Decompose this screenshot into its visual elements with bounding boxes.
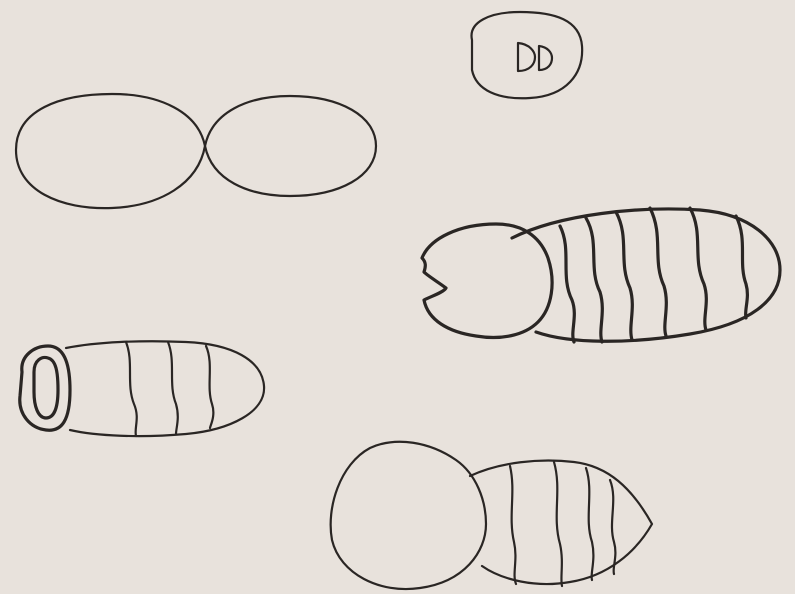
abdomen-band-5 [690,208,706,330]
cartouche-mark-left [518,43,535,71]
cartouche-outline [472,12,583,98]
large-segmented-body-drawing [422,208,780,342]
capsule-band-2 [168,342,178,434]
abdomen-band-2 [586,218,602,342]
two-lobed-body-drawing [16,94,376,208]
bulb-head [331,442,486,589]
abdomen-band-4 [650,208,666,336]
capsule-segmented-body-drawing [20,341,264,436]
abdomen-band-1 [560,226,574,342]
capsule-band-3 [206,346,213,428]
abdomen-band-3 [616,212,632,340]
right-lobe [205,96,376,196]
capsule-band-1 [126,342,137,436]
cartouche-mark-right [539,46,552,70]
body-band-1 [510,466,516,584]
left-lobe [16,94,205,208]
cartouche-drawing [472,12,583,98]
body-band-4 [610,480,615,574]
capsule-end-ring-inner [34,358,58,418]
rounded-head-segmented-body-drawing [331,442,652,589]
capsule-body-outline [66,341,264,436]
abdomen-band-6 [736,216,747,318]
body-band-2 [554,462,562,586]
body-band-3 [586,468,593,580]
notched-head [422,224,552,337]
